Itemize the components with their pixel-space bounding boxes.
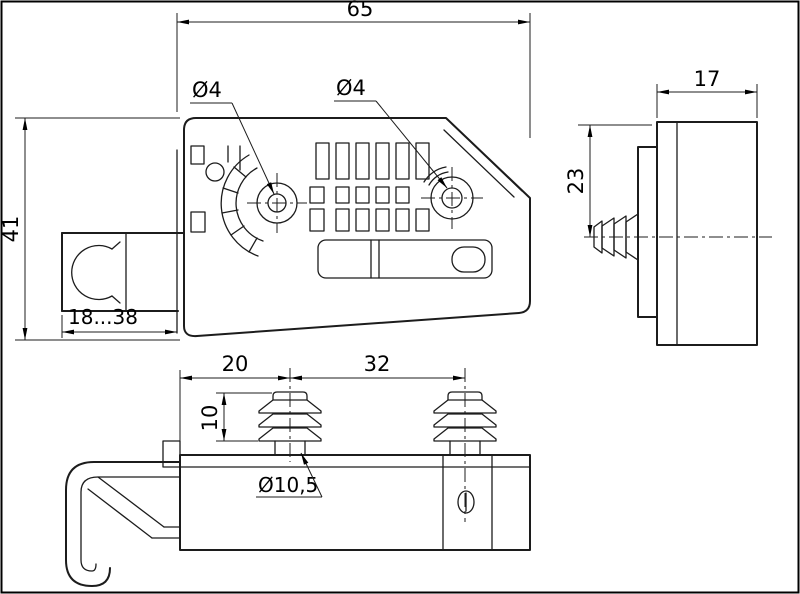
dim-front-range: 18...38 — [61, 305, 177, 338]
dim-label-17: 17 — [694, 67, 721, 91]
label-plug-diameter: Ø10,5 — [256, 452, 323, 498]
front-hole-left — [247, 173, 307, 233]
dim-label-hole-left: Ø4 — [192, 78, 222, 102]
bottom-plug-left — [258, 391, 322, 456]
dim-label-plug-diameter: Ø10,5 — [258, 473, 318, 497]
dim-label-32: 32 — [364, 352, 391, 376]
bottom-screw — [457, 490, 475, 514]
front-view: 65 41 18...38 Ø4 Ø4 — [0, 0, 531, 341]
dim-plug-height: 10 — [198, 392, 272, 442]
side-view: 17 23 — [564, 67, 772, 346]
dim-bottom-spacing: 32 — [290, 352, 465, 381]
dim-side-depth: 17 — [656, 67, 758, 118]
dim-front-width: 65 — [176, 0, 531, 138]
dim-label-10: 10 — [198, 405, 222, 432]
dim-label-20: 20 — [222, 352, 249, 376]
dim-label-65: 65 — [347, 0, 374, 21]
front-hole-right — [421, 167, 483, 229]
bottom-plug-right — [433, 391, 497, 456]
dim-front-height: 41 — [0, 117, 180, 341]
label-hole-left: Ø4 — [190, 78, 275, 195]
bottom-view: 20 32 10 Ø10,5 — [65, 352, 531, 587]
side-view-body — [584, 121, 772, 346]
bottom-clip — [65, 461, 181, 587]
front-rib-arcs — [220, 154, 264, 257]
dim-side-height: 23 — [564, 124, 652, 237]
front-clip — [61, 232, 185, 312]
dim-label-hole-right: Ø4 — [336, 76, 366, 100]
dim-label-23: 23 — [564, 168, 588, 195]
front-left-details — [190, 145, 241, 233]
label-hole-right: Ø4 — [334, 76, 448, 189]
side-dowel — [593, 213, 639, 261]
front-center-slot — [317, 239, 493, 279]
bottom-view-body — [65, 368, 531, 587]
dim-label-41: 41 — [0, 216, 23, 243]
dim-label-range: 18...38 — [68, 305, 138, 329]
front-slots — [309, 142, 430, 232]
front-view-body — [61, 117, 531, 338]
dim-bottom-offset: 20 — [179, 352, 290, 452]
